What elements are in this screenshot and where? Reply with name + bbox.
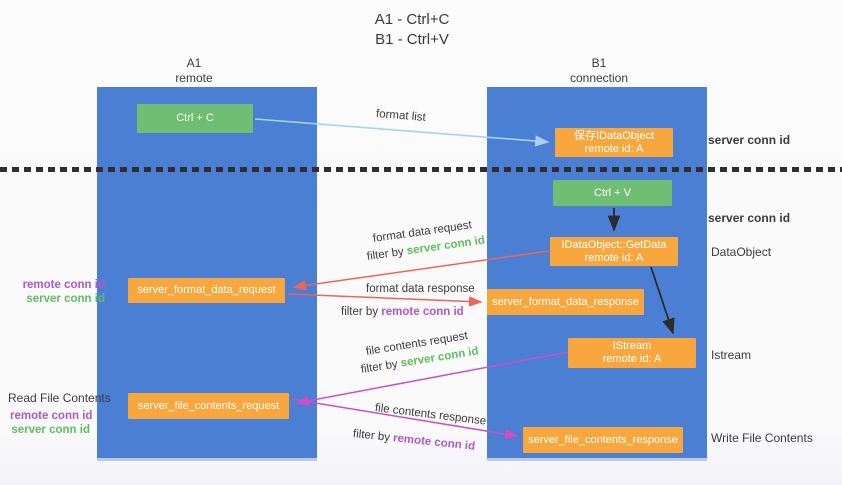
- annotation-conn-pair-1: remote conn id server conn id: [10, 278, 105, 306]
- node-server-file-contents-response: server_file_contents_response: [523, 427, 683, 453]
- filter-prefix: filter by: [352, 428, 391, 444]
- node-istream-line1: IStream: [612, 340, 652, 352]
- label-file-contents-response: file contents response: [374, 402, 487, 428]
- node-istream-line2: remote id: A: [602, 353, 662, 365]
- node-server-file-contents-request: server_file_contents_request: [128, 393, 289, 419]
- label-filter-format-data-response: filter by remote conn id: [341, 306, 464, 318]
- lifeline-header-a1: A1 remote: [134, 56, 254, 86]
- lifeline-header-b1: B1 connection: [539, 56, 659, 86]
- node-server-format-data-response-label: server_format_data_response: [492, 295, 639, 308]
- title-line-1: A1 - Ctrl+C: [374, 11, 450, 28]
- annotation-server-conn-id-top: server conn id: [708, 133, 791, 147]
- label-filter-file-contents-response: filter by remote conn id: [352, 428, 475, 453]
- annotation-write-file-contents: Write File Contents: [711, 431, 813, 445]
- node-istream: IStream remote id: A: [568, 338, 696, 368]
- label-format-data-response: format data response: [366, 283, 475, 295]
- lifeline-a1-id: A1: [186, 56, 202, 70]
- filter-key-remote-conn-id: remote conn id: [392, 432, 476, 453]
- annotation-remote-conn-id: remote conn id: [10, 410, 93, 422]
- annotation-remote-conn-id: remote conn id: [22, 279, 105, 291]
- node-server-format-data-response: server_format_data_response: [487, 289, 644, 315]
- filter-prefix: filter by: [360, 358, 399, 376]
- annotation-dataobject: DataObject: [711, 245, 772, 259]
- annotation-server-conn-id-mid: server conn id: [708, 211, 791, 225]
- node-ctrl-v-label: Ctrl + V: [594, 186, 631, 199]
- node-server-file-contents-request-label: server_file_contents_request: [137, 399, 280, 412]
- lifeline-a1-role: remote: [175, 71, 213, 85]
- lifeline-b1-role: connection: [569, 71, 629, 85]
- annotation-conn-pair-2: remote conn id server conn id: [10, 409, 93, 437]
- node-idataobject-getdata-line1: IDataObject::GetData: [561, 238, 667, 251]
- diagram-title: A1 - Ctrl+C B1 - Ctrl+V: [327, 10, 497, 50]
- node-server-file-contents-response-label: server_file_contents_response: [528, 433, 678, 446]
- lifeline-b1-id: B1: [591, 56, 607, 70]
- annotation-server-conn-id: server conn id: [11, 424, 90, 436]
- filter-key-remote-conn-id: remote conn id: [381, 306, 464, 318]
- node-server-format-data-request: server_format_data_request: [128, 278, 285, 303]
- node-server-format-data-request-label: server_format_data_request: [137, 284, 276, 296]
- annotation-istream: Istream: [711, 348, 752, 362]
- node-save-idataobject: 保存IDataObject remote id: A: [555, 128, 673, 157]
- node-idataobject-getdata-line2: remote id: A: [584, 251, 644, 264]
- annotation-read-file-contents: Read File Contents: [8, 391, 111, 405]
- node-ctrl-c-label: Ctrl + C: [176, 112, 214, 124]
- annotation-server-conn-id: server conn id: [26, 293, 105, 305]
- node-idataobject-getdata: IDataObject::GetData remote id: A: [550, 237, 678, 266]
- node-save-idataobject-line2: remote id: A: [584, 142, 644, 155]
- node-ctrl-v: Ctrl + V: [553, 180, 672, 206]
- filter-prefix: filter by: [366, 245, 405, 263]
- node-ctrl-c: Ctrl + C: [137, 104, 253, 133]
- filter-prefix: filter by: [341, 306, 379, 318]
- label-format-list: format list: [375, 108, 427, 124]
- node-save-idataobject-line1: 保存IDataObject: [573, 129, 655, 142]
- title-line-2: B1 - Ctrl+V: [375, 31, 449, 48]
- dotted-separator: [0, 167, 842, 172]
